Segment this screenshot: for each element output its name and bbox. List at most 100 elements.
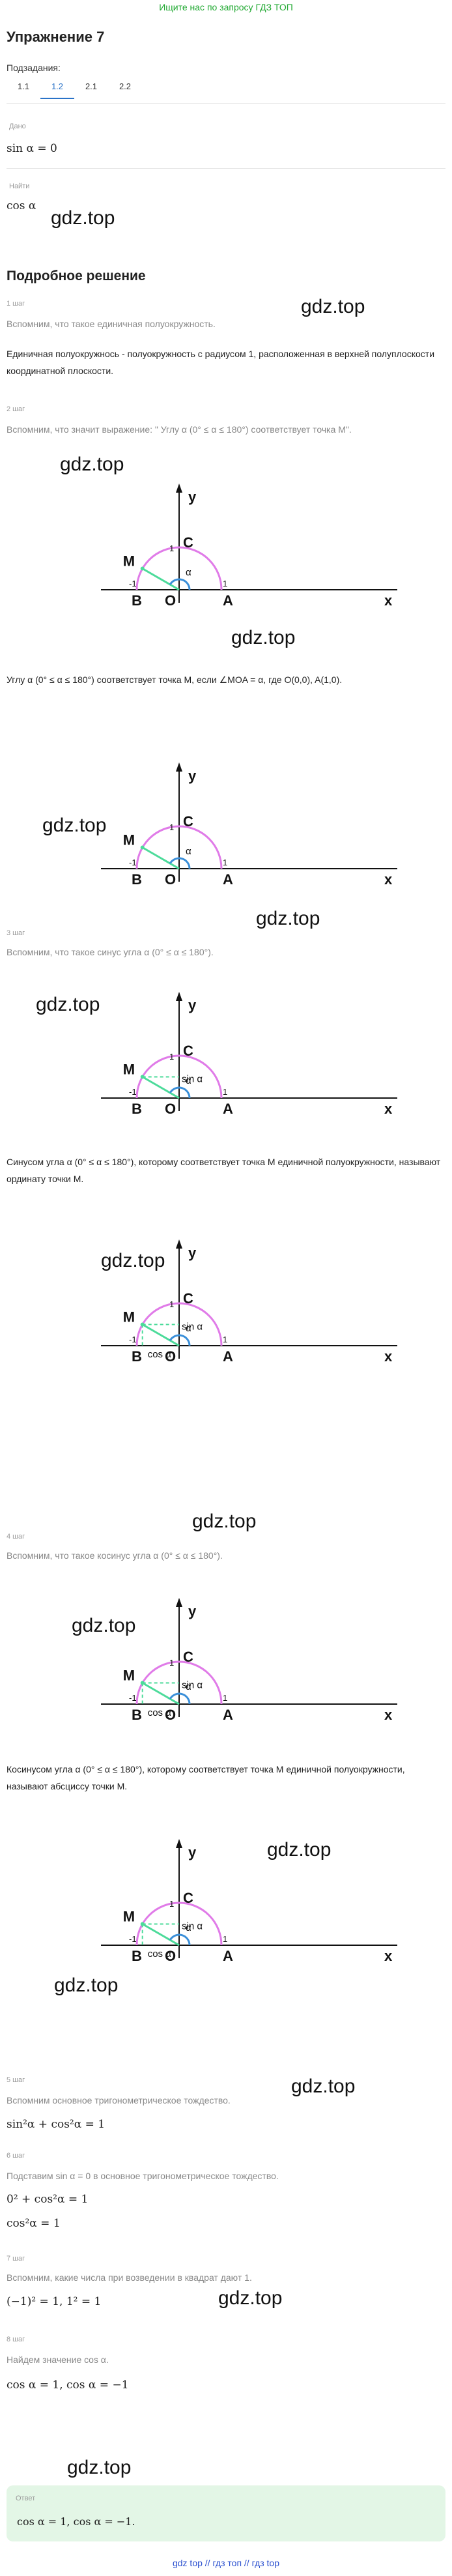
radius-om (141, 1682, 180, 1705)
step-label: 7 шаг (7, 2255, 25, 2263)
unit-semicircle (135, 1302, 223, 1346)
step-formula: 0² + cos²α = 1 (7, 2193, 89, 2206)
step-note: Вспомним, что такое единичная полуокружн… (7, 319, 216, 329)
answer-text: cos α = 1, cos α = −1. (17, 2515, 135, 2528)
point-c-label: C (183, 813, 193, 830)
point-a-label: A (223, 1101, 233, 1114)
point-a-label: A (223, 871, 233, 885)
divider (7, 103, 445, 104)
footer-links[interactable]: gdz top // гдз топ // гдз top (172, 2558, 280, 2568)
point-o-label: O (165, 1707, 176, 1720)
subtasks-label: Подзадания: (7, 63, 61, 73)
find-label: Найти (9, 182, 30, 190)
watermark: gdz.top (51, 207, 115, 229)
y-axis-label: y (188, 1603, 197, 1619)
step-formula: cos α = 1, cos α = −1 (7, 2379, 129, 2392)
step-note: Вспомним, что такое синус угла α (0° ≤ α… (7, 947, 214, 957)
point-b-label: B (132, 1101, 142, 1114)
radius-om (141, 1923, 180, 1946)
answer-box: Ответ cos α = 1, cos α = −1. (7, 2485, 445, 2541)
step-label: 6 шаг (7, 2152, 25, 2160)
x-axis-label: x (384, 871, 393, 885)
point-m (140, 1322, 145, 1327)
angle-arc (169, 1692, 191, 1705)
step-label: 3 шаг (7, 929, 25, 937)
point-c-label: C (183, 1890, 193, 1906)
y-arrow (176, 762, 182, 772)
divider (7, 168, 445, 169)
angle-arc (169, 1933, 191, 1946)
radius-om (141, 1324, 180, 1347)
point-o-label: O (165, 1101, 176, 1114)
radius-om (141, 568, 180, 591)
point-o-label: O (165, 871, 176, 885)
tab-1-1[interactable]: 1.1 (17, 81, 30, 91)
point-a-label: A (223, 1348, 233, 1362)
tab-2-1[interactable]: 2.1 (85, 81, 98, 91)
tick-label-1-y: 1 (169, 1052, 174, 1062)
watermark: gdz.top (218, 2287, 283, 2309)
watermark: gdz.top (101, 1250, 165, 1271)
y-axis-label: y (188, 997, 197, 1013)
y-axis-label: y (188, 1844, 197, 1860)
step-text: Синусом угла α (0° ≤ α ≤ 180°), которому… (7, 1157, 441, 1184)
point-b-label: B (132, 1707, 142, 1720)
point-m-label: M (123, 1668, 135, 1684)
alpha-label: α (186, 1323, 191, 1334)
point-m (140, 845, 145, 850)
subtask-tabs: 1.1 1.2 2.1 2.2 (7, 80, 142, 99)
point-a-label: A (223, 1707, 233, 1720)
sine-label: sin α (182, 1921, 203, 1932)
given-label: Дано (9, 123, 26, 130)
tick-label-1-x: 1 (223, 579, 227, 588)
step-label: 1 шаг (7, 300, 25, 308)
point-m-label: M (123, 1062, 135, 1078)
alpha-label: α (186, 567, 191, 578)
x-axis-label: x (384, 1948, 393, 1961)
angle-arc (169, 1334, 191, 1346)
y-arrow (176, 484, 182, 493)
tick-label-1-x: 1 (223, 1087, 227, 1097)
watermark: gdz.top (67, 2457, 132, 2478)
y-axis-label: y (188, 1245, 197, 1261)
watermark: gdz.top (267, 1839, 332, 1860)
tick-label-1-x: 1 (223, 1934, 227, 1944)
y-arrow (176, 1598, 182, 1607)
y-arrow (176, 1839, 182, 1848)
point-b-label: B (132, 871, 142, 885)
solution-title: Подробное решение (7, 268, 146, 283)
watermark: gdz.top (54, 1975, 119, 1996)
step-formula: cos²α = 1 (7, 2217, 61, 2230)
tab-2-2[interactable]: 2.2 (119, 81, 132, 91)
point-c-label: C (183, 1290, 193, 1307)
watermark: gdz.top (256, 908, 320, 929)
angle-arc (169, 857, 191, 869)
cosine-label: cos α (148, 1707, 172, 1718)
point-m-label: M (123, 553, 135, 570)
watermark: gdz.top (36, 994, 100, 1015)
tick-label-1-y: 1 (169, 1899, 174, 1909)
tick-label-1-y: 1 (169, 822, 174, 832)
tab-1-2[interactable]: 1.2 (40, 80, 74, 99)
top-banner[interactable]: Ищите нас по запросу ГДЗ ТОП (159, 2, 293, 12)
step-text: Углу α (0° ≤ α ≤ 180°) соответствует точ… (7, 674, 343, 685)
tick-label-minus-1: -1 (129, 1087, 137, 1097)
alpha-label: α (186, 1922, 191, 1933)
unit-semicircle (135, 1902, 223, 1946)
step-note: Подставим sin α = 0 в основное тригономе… (7, 2171, 279, 2181)
sine-label: sin α (182, 1322, 203, 1333)
sine-label: sin α (182, 1074, 203, 1085)
y-axis-label: y (188, 768, 197, 784)
radius-om (141, 1076, 180, 1099)
step-note: Вспомним, какие числа при возведении в к… (7, 2272, 252, 2283)
tick-label-minus-1: -1 (129, 858, 137, 867)
point-b-label: B (132, 592, 142, 606)
cosine-label: cos α (148, 1948, 172, 1960)
x-axis-label: x (384, 592, 393, 606)
tick-label-minus-1: -1 (129, 1693, 137, 1703)
watermark: gdz.top (301, 296, 365, 317)
